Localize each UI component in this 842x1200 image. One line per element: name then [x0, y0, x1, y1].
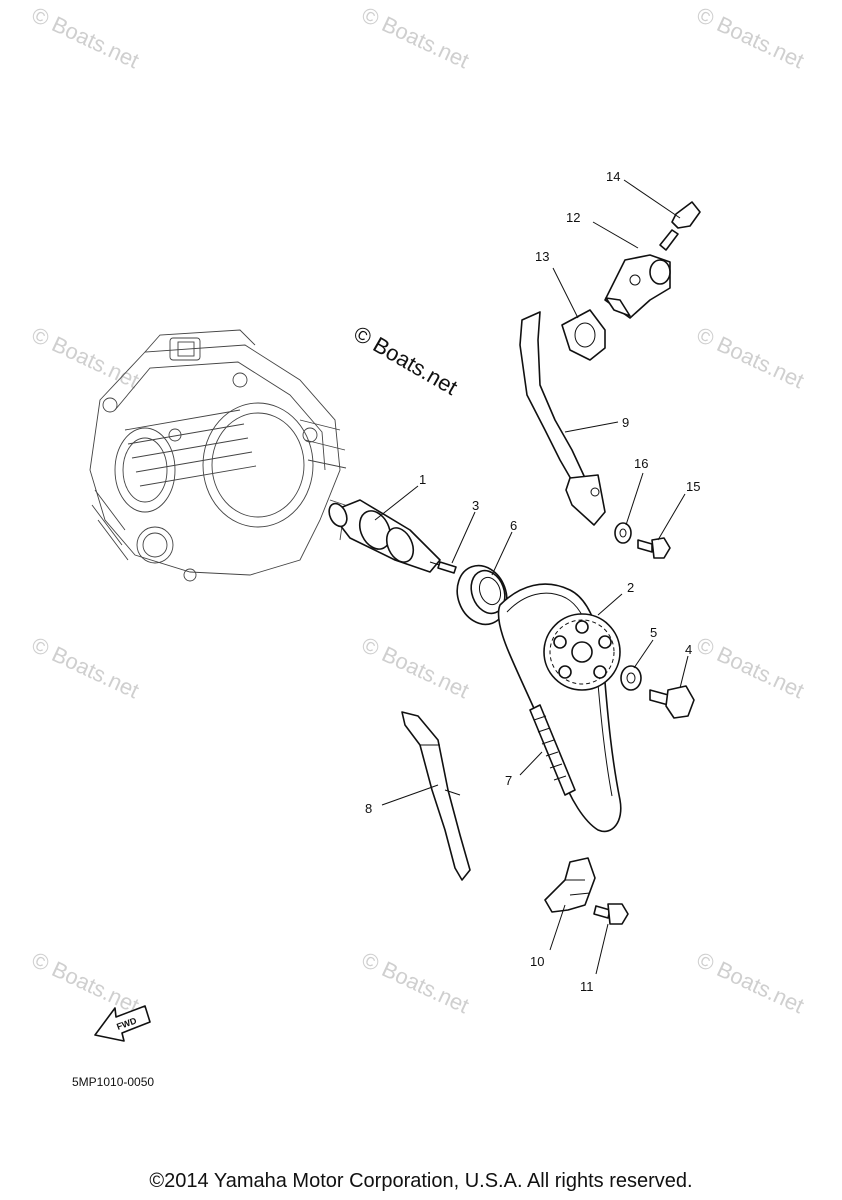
arm-bolt	[637, 537, 671, 559]
watermark: © Boats.net	[358, 632, 473, 703]
callout-7: 7	[505, 773, 512, 788]
watermark: © Boats.net	[28, 947, 143, 1018]
watermark: © Boats.net	[28, 322, 143, 393]
callout-1: 1	[419, 472, 426, 487]
camshaft	[328, 499, 456, 573]
small-washer	[614, 522, 632, 544]
copyright-notice: ©2014 Yamaha Motor Corporation, U.S.A. A…	[149, 1170, 692, 1192]
watermark: © Boats.net	[693, 632, 808, 703]
callout-13: 13	[535, 249, 549, 264]
watermark: © Boats.net	[693, 2, 808, 73]
watermark: © Boats.net	[358, 947, 473, 1018]
callout-5: 5	[650, 625, 657, 640]
bearing	[456, 564, 508, 626]
watermark: © Boats.net	[28, 2, 143, 73]
tensioner-arm	[519, 311, 606, 526]
callout-12: 12	[566, 210, 580, 225]
watermark: © Boats.net	[358, 2, 473, 73]
chain-guide	[401, 711, 471, 881]
center-watermark: © Boats.net	[350, 321, 462, 400]
callout-10: 10	[530, 954, 544, 969]
callout-4: 4	[685, 642, 692, 657]
diagram-code: 5MP1010-0050	[72, 1075, 154, 1089]
watermark: © Boats.net	[693, 947, 808, 1018]
chain-tensioner	[604, 254, 671, 319]
callout-16: 16	[634, 456, 648, 471]
stopper-guide	[544, 857, 596, 913]
watermark-layer: © Boats.net © Boats.net © Boats.net © Bo…	[28, 2, 808, 1018]
fwd-arrow-icon: FWD	[94, 1005, 151, 1042]
callout-3: 3	[472, 498, 479, 513]
callout-8: 8	[365, 801, 372, 816]
callout-2: 2	[627, 580, 634, 595]
washer	[620, 665, 642, 691]
callout-14: 14	[606, 169, 620, 184]
tensioner-bolt	[659, 201, 701, 251]
callout-9: 9	[622, 415, 629, 430]
dowel-pin	[437, 561, 457, 574]
cam-sprocket	[543, 613, 621, 691]
watermark: © Boats.net	[28, 632, 143, 703]
callout-11: 11	[580, 979, 594, 994]
callout-labels: 1 2 3 4 5 6 7 8 9 10 11 12 13 14 15 16	[365, 169, 700, 994]
watermark: © Boats.net	[693, 322, 808, 393]
sprocket-bolt	[649, 685, 695, 719]
guide-bolt	[593, 903, 629, 925]
callout-6: 6	[510, 518, 517, 533]
leader-lines	[374, 179, 689, 975]
gasket	[561, 309, 606, 361]
callout-15: 15	[686, 479, 700, 494]
